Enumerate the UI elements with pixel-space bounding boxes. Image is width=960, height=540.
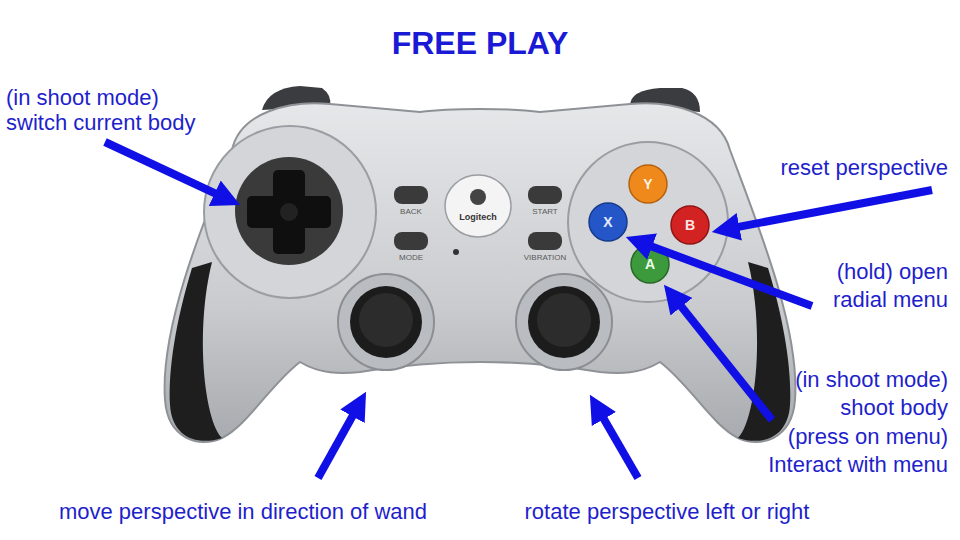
- logo-mark: [470, 189, 486, 205]
- title-slot: FREE PLAY: [280, 24, 680, 62]
- button-letter: B: [678, 216, 702, 234]
- label-slot: A: [638, 255, 662, 273]
- right-stick-well: [516, 274, 612, 370]
- left-stick-top: [359, 293, 413, 347]
- page-title: FREE PLAY: [280, 24, 680, 62]
- left-stick: [350, 286, 422, 358]
- leader-arrow: [723, 190, 932, 230]
- label-slot: move perspective in direction of wand: [8, 498, 478, 526]
- b-button: [671, 206, 709, 244]
- dpad-cross: [273, 170, 305, 254]
- callout-label: (in shoot mode) shoot body: [753, 366, 948, 422]
- label-slot: B: [678, 216, 702, 234]
- left-grip: [170, 262, 222, 441]
- leader-arrow: [105, 142, 230, 200]
- label-slot: X: [596, 213, 620, 231]
- callout-label: (press on menu) Interact with menu: [753, 423, 948, 479]
- button-letter: Y: [636, 175, 660, 193]
- label-slot: Y: [636, 175, 660, 193]
- leader-arrow: [671, 294, 772, 420]
- dpad-well: [235, 157, 343, 265]
- back-button: [394, 186, 428, 204]
- y-button: [629, 165, 667, 203]
- callout-label: rotate perspective left or right: [467, 498, 867, 526]
- label-slot: Logitech: [450, 212, 506, 223]
- status-led: [453, 249, 459, 255]
- label-slot: (in shoot mode) shoot body: [753, 366, 948, 422]
- right-stick-top: [537, 293, 591, 347]
- label-slot: MODE: [391, 253, 431, 263]
- button-letter: X: [596, 213, 620, 231]
- leader-arrow: [636, 241, 812, 306]
- label-slot: (hold) open radial menu: [823, 258, 948, 314]
- label-slot: rotate perspective left or right: [467, 498, 867, 526]
- label-slot: reset perspective: [733, 154, 948, 182]
- label-slot: START: [525, 207, 565, 217]
- gamepad-body: [165, 103, 796, 442]
- label-slot: (in shoot mode) switch current body: [6, 85, 211, 135]
- button-letter: A: [638, 255, 662, 273]
- button-caption: BACK: [391, 207, 431, 217]
- x-button: [589, 203, 627, 241]
- label-slot: (press on menu) Interact with menu: [753, 423, 948, 479]
- dpad-ring: [204, 126, 376, 298]
- button-caption: MODE: [391, 253, 431, 263]
- logo-plate: [445, 175, 511, 237]
- right-stick: [528, 286, 600, 358]
- dpad-center: [280, 203, 298, 221]
- vibration-button: [528, 232, 562, 250]
- mode-button: [394, 232, 428, 250]
- brand-logo-text: Logitech: [450, 212, 506, 223]
- callout-label: (hold) open radial menu: [823, 258, 948, 314]
- face-button-ring: [568, 142, 728, 302]
- label-slot: VIBRATION: [515, 253, 575, 263]
- start-button: [528, 186, 562, 204]
- callout-label: move perspective in direction of wand: [8, 498, 478, 526]
- leader-arrow: [318, 402, 361, 478]
- callout-label: (in shoot mode) switch current body: [6, 85, 211, 135]
- leader-arrow: [596, 405, 639, 479]
- label-slot: BACK: [391, 207, 431, 217]
- button-caption: VIBRATION: [515, 253, 575, 263]
- callout-label: reset perspective: [733, 154, 948, 182]
- button-caption: START: [525, 207, 565, 217]
- left-stick-well: [338, 274, 434, 370]
